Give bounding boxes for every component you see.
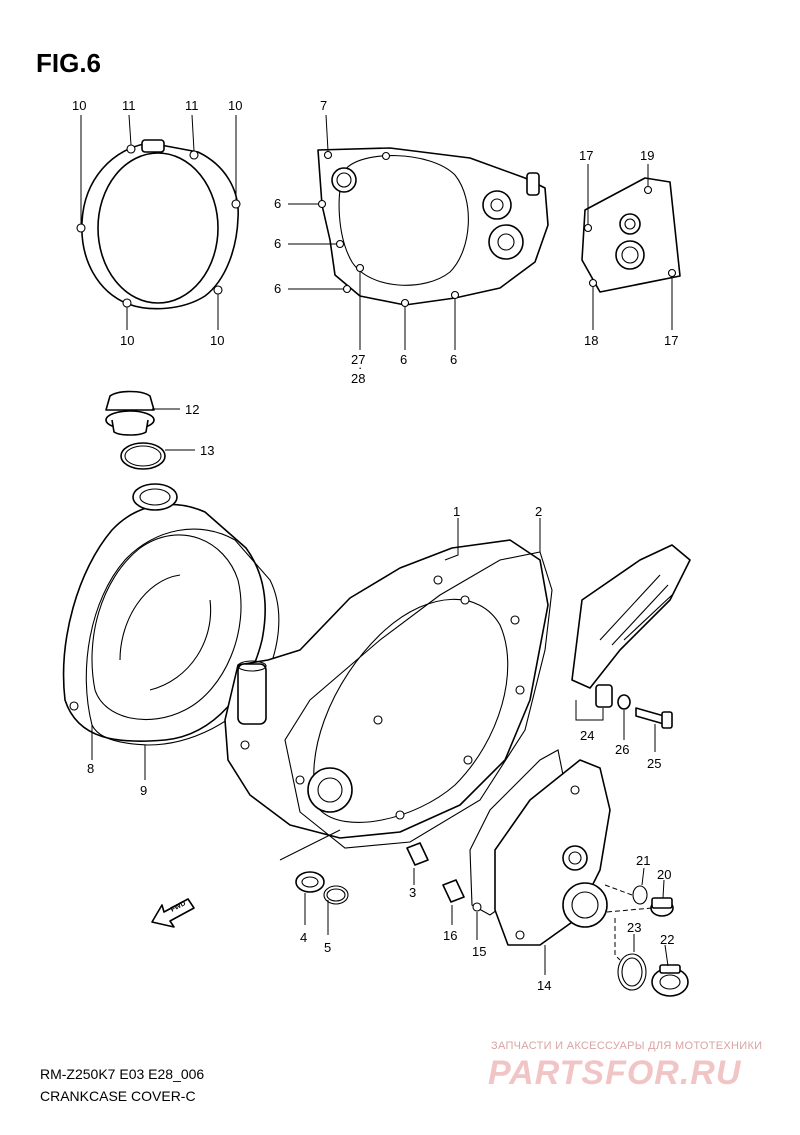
- callout-3: 3: [409, 885, 416, 900]
- callout-8: 8: [87, 761, 94, 776]
- callout-10: 10: [120, 333, 134, 348]
- callout-21: 21: [636, 853, 650, 868]
- callout-6: 6: [400, 352, 407, 367]
- clutch-cover: [62, 483, 266, 743]
- callout-15: 15: [472, 944, 486, 959]
- callout-6: 6: [274, 196, 281, 211]
- clutch-cover-gasket: [76, 139, 241, 310]
- oil-filler-cap: [105, 390, 155, 436]
- callout-6: 6: [274, 281, 281, 296]
- callout-20: 20: [657, 867, 671, 882]
- callout-7: 7: [320, 98, 327, 113]
- o-ring: [120, 442, 166, 470]
- leader-lines: [80, 114, 673, 975]
- callout-17: 17: [579, 148, 593, 163]
- drain-plug-washer: [632, 885, 648, 905]
- fwd-arrow-icon: FWD: [151, 898, 195, 928]
- watermark-logo: PARTSFOR.RU: [488, 1054, 742, 1092]
- callout-14: 14: [537, 978, 551, 993]
- callout-6: 6: [274, 236, 281, 251]
- bolt: [635, 707, 673, 729]
- callout-12: 12: [185, 402, 199, 417]
- callout-11: 11: [185, 98, 199, 113]
- collar: [595, 684, 613, 708]
- figure-title: FIG.6: [36, 48, 102, 78]
- callout-6: 6: [450, 352, 457, 367]
- dowel-pin-16: [442, 879, 465, 903]
- drain-plug: [650, 897, 674, 917]
- callout-9: 9: [140, 783, 147, 798]
- crankcase-cover: [224, 539, 549, 839]
- dowel-pin-3: [406, 842, 429, 866]
- circlip: [323, 885, 349, 905]
- callout-10: 10: [210, 333, 224, 348]
- callout-23: 23: [627, 920, 641, 935]
- callout-18: 18: [584, 333, 598, 348]
- callout-13: 13: [200, 443, 214, 458]
- cover-o-ring: [617, 953, 647, 991]
- figure-caption: CRANKCASE COVER-C: [40, 1088, 196, 1104]
- callout-10: 10: [72, 98, 86, 113]
- callout-5: 5: [324, 940, 331, 955]
- small-cover-gasket: [581, 177, 681, 293]
- callout-24: 24: [580, 728, 594, 743]
- washer: [617, 694, 631, 710]
- callout-26: 26: [615, 742, 629, 757]
- callout-27: 27: [351, 352, 365, 367]
- callout-25: 25: [647, 756, 661, 771]
- guard-bracket: [571, 544, 691, 689]
- inspection-cap: [651, 964, 689, 997]
- crankcase-cover-gasket: [317, 147, 549, 308]
- callout-2: 2: [535, 504, 542, 519]
- callout-1: 1: [453, 504, 460, 519]
- oil-seal: [295, 871, 325, 893]
- callout-19: 19: [640, 148, 654, 163]
- crankcase-cover-gasket-large: [284, 551, 553, 849]
- callout-16: 16: [443, 928, 457, 943]
- model-code: RM-Z250K7 E03 E28_006: [40, 1066, 205, 1082]
- clutch-cover-gasket-large: [85, 528, 280, 746]
- water-pump-cover: [494, 759, 611, 946]
- callout-4: 4: [300, 930, 307, 945]
- callout-10: 10: [228, 98, 242, 113]
- callout-22: 22: [660, 932, 674, 947]
- watermark-tagline: ЗАПЧАСТИ И АКСЕССУАРЫ ДЛЯ МОТОТЕХНИКИ: [491, 1040, 763, 1052]
- callout-separator-dot: ·: [358, 360, 362, 375]
- callout-numbers: 10 11 11 10 10 10 7 6 6 6 27 · 28 6 6 17…: [72, 98, 678, 993]
- callout-17: 17: [664, 333, 678, 348]
- callout-28: 28: [351, 371, 365, 386]
- callout-11: 11: [122, 98, 136, 113]
